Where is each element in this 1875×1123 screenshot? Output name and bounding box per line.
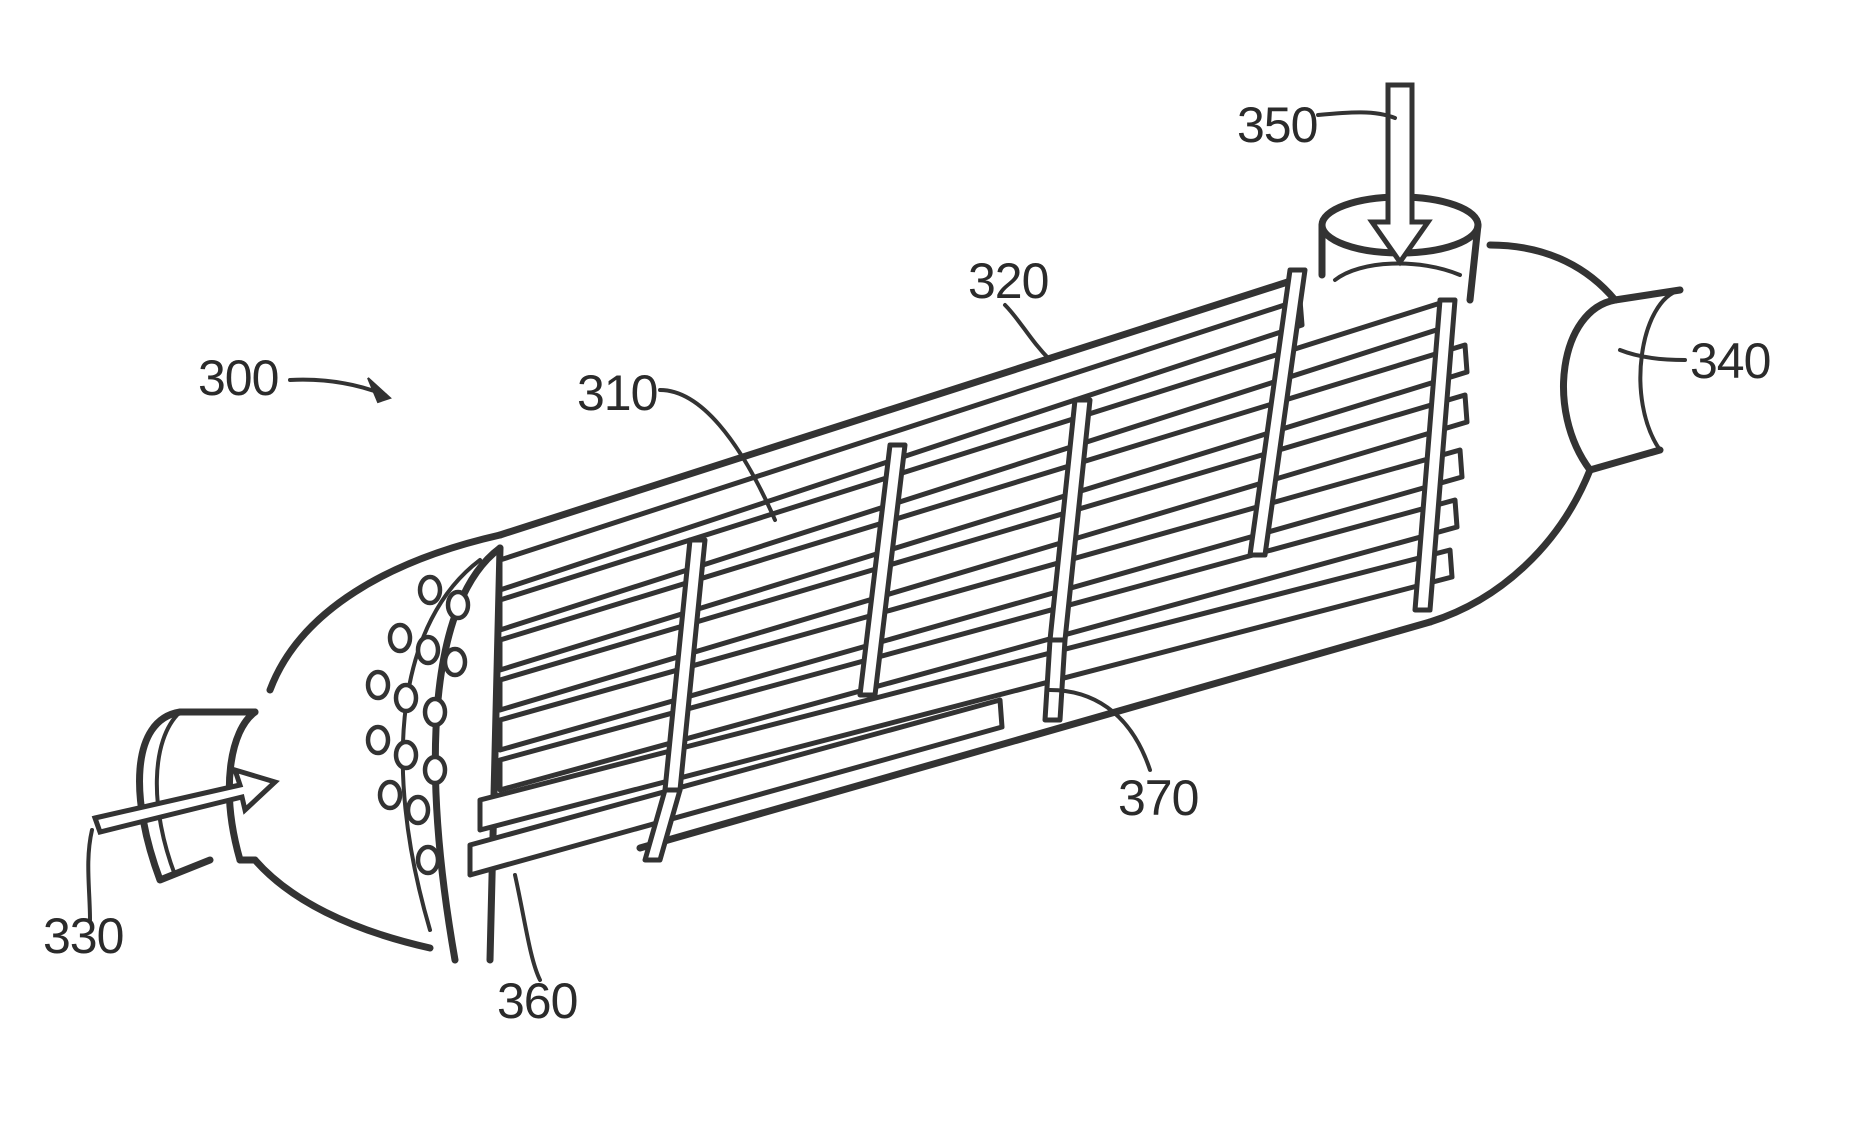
label-350: 350 [1237,97,1317,153]
tube-inlet-arrow [95,770,275,832]
label-370: 370 [1118,770,1198,826]
label-300: 300 [198,350,278,406]
tube-outlet-nozzle [1564,290,1680,470]
shell-inlet-arrow [1372,85,1428,262]
label-320: 320 [968,253,1048,309]
label-340: 340 [1690,333,1770,389]
label-330: 330 [43,908,123,964]
label-360: 360 [497,973,577,1029]
label-310: 310 [577,365,657,421]
